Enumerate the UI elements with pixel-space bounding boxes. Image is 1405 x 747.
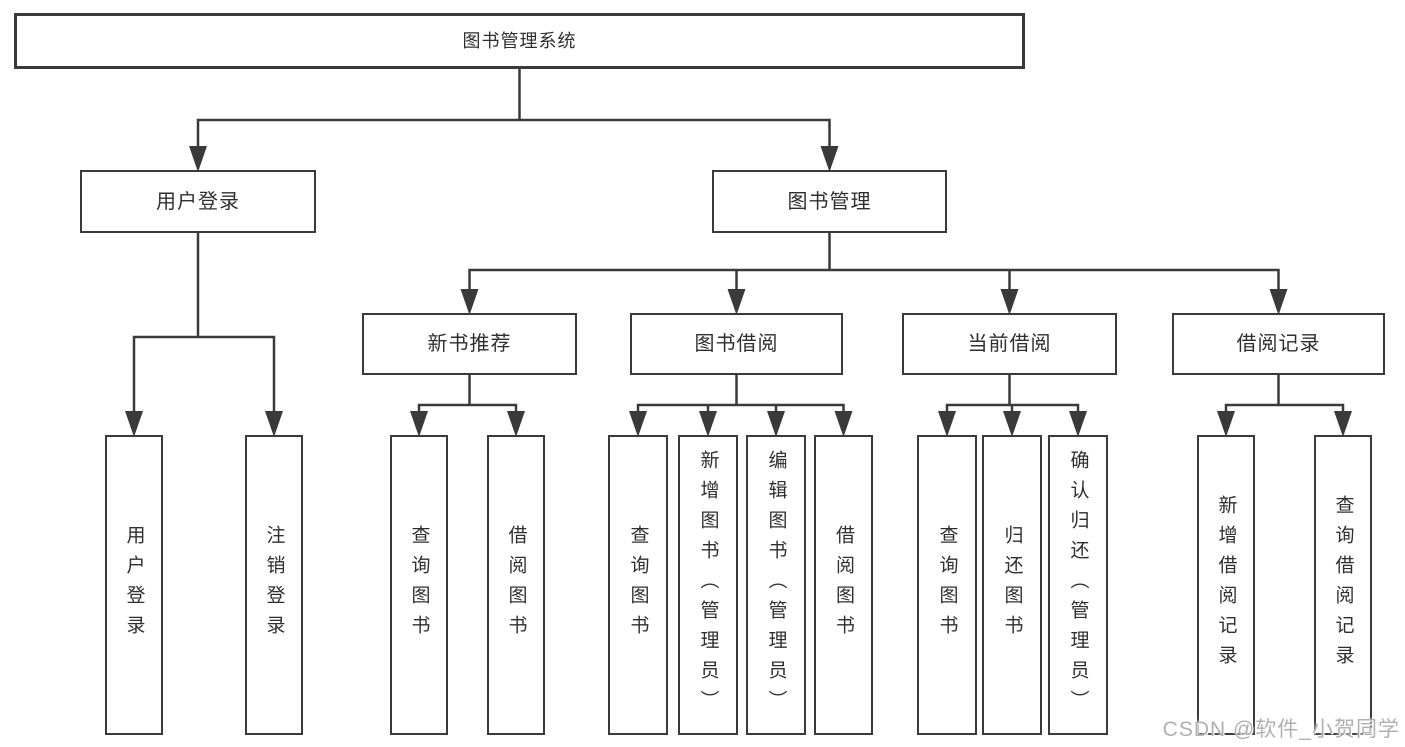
- node-label: 编辑图书（管理员）: [765, 450, 787, 720]
- node-borrow-records: 借阅记录: [1172, 313, 1385, 375]
- node-label: 当前借阅: [967, 333, 1052, 355]
- node-leaf-edit-book: 编辑图书（管理员）: [746, 435, 806, 735]
- node-label: 查询图书: [936, 525, 958, 645]
- node-label: 借阅图书: [505, 525, 527, 645]
- node-leaf-confirm-return: 确认归还（管理员）: [1048, 435, 1108, 735]
- node-label: 图书借阅: [694, 333, 779, 355]
- node-label: 借阅记录: [1236, 333, 1321, 355]
- node-label: 图书管理系统: [462, 31, 577, 51]
- node-label: 新增图书（管理员）: [697, 450, 719, 720]
- node-leaf-query-book-3: 查询图书: [917, 435, 977, 735]
- node-label: 归还图书: [1001, 525, 1023, 645]
- watermark-text: CSDN @软件_小贺同学: [1162, 718, 1400, 741]
- node-label: 借阅图书: [833, 525, 854, 645]
- node-user-login: 用户登录: [80, 170, 316, 233]
- node-leaf-logout: 注销登录: [245, 435, 303, 735]
- node-book-mgmt: 图书管理: [712, 170, 947, 233]
- node-leaf-query-book-1: 查询图书: [390, 435, 448, 735]
- node-label: 用户登录: [123, 525, 145, 645]
- node-label: 查询借阅记录: [1332, 495, 1354, 675]
- node-current-borrow: 当前借阅: [902, 313, 1117, 375]
- node-label: 查询图书: [627, 525, 649, 645]
- node-new-book-rec: 新书推荐: [362, 313, 577, 375]
- node-book-borrow: 图书借阅: [630, 313, 843, 375]
- node-leaf-borrow-book-2: 借阅图书: [814, 435, 873, 735]
- node-leaf-query-book-2: 查询图书: [608, 435, 668, 735]
- node-leaf-return-book: 归还图书: [982, 435, 1042, 735]
- node-label: 新书推荐: [427, 333, 512, 355]
- node-label: 图书管理: [787, 190, 872, 213]
- node-leaf-query-record: 查询借阅记录: [1314, 435, 1372, 735]
- node-leaf-add-record: 新增借阅记录: [1197, 435, 1255, 735]
- node-label: 查询图书: [408, 525, 430, 645]
- node-label: 注销登录: [263, 525, 285, 645]
- node-leaf-add-book: 新增图书（管理员）: [678, 435, 738, 735]
- node-leaf-user-login: 用户登录: [105, 435, 163, 735]
- node-label: 确认归还（管理员）: [1067, 450, 1089, 720]
- node-leaf-borrow-book-1: 借阅图书: [487, 435, 545, 735]
- node-label: 新增借阅记录: [1215, 495, 1237, 675]
- node-root: 图书管理系统: [14, 13, 1025, 69]
- node-label: 用户登录: [156, 190, 240, 213]
